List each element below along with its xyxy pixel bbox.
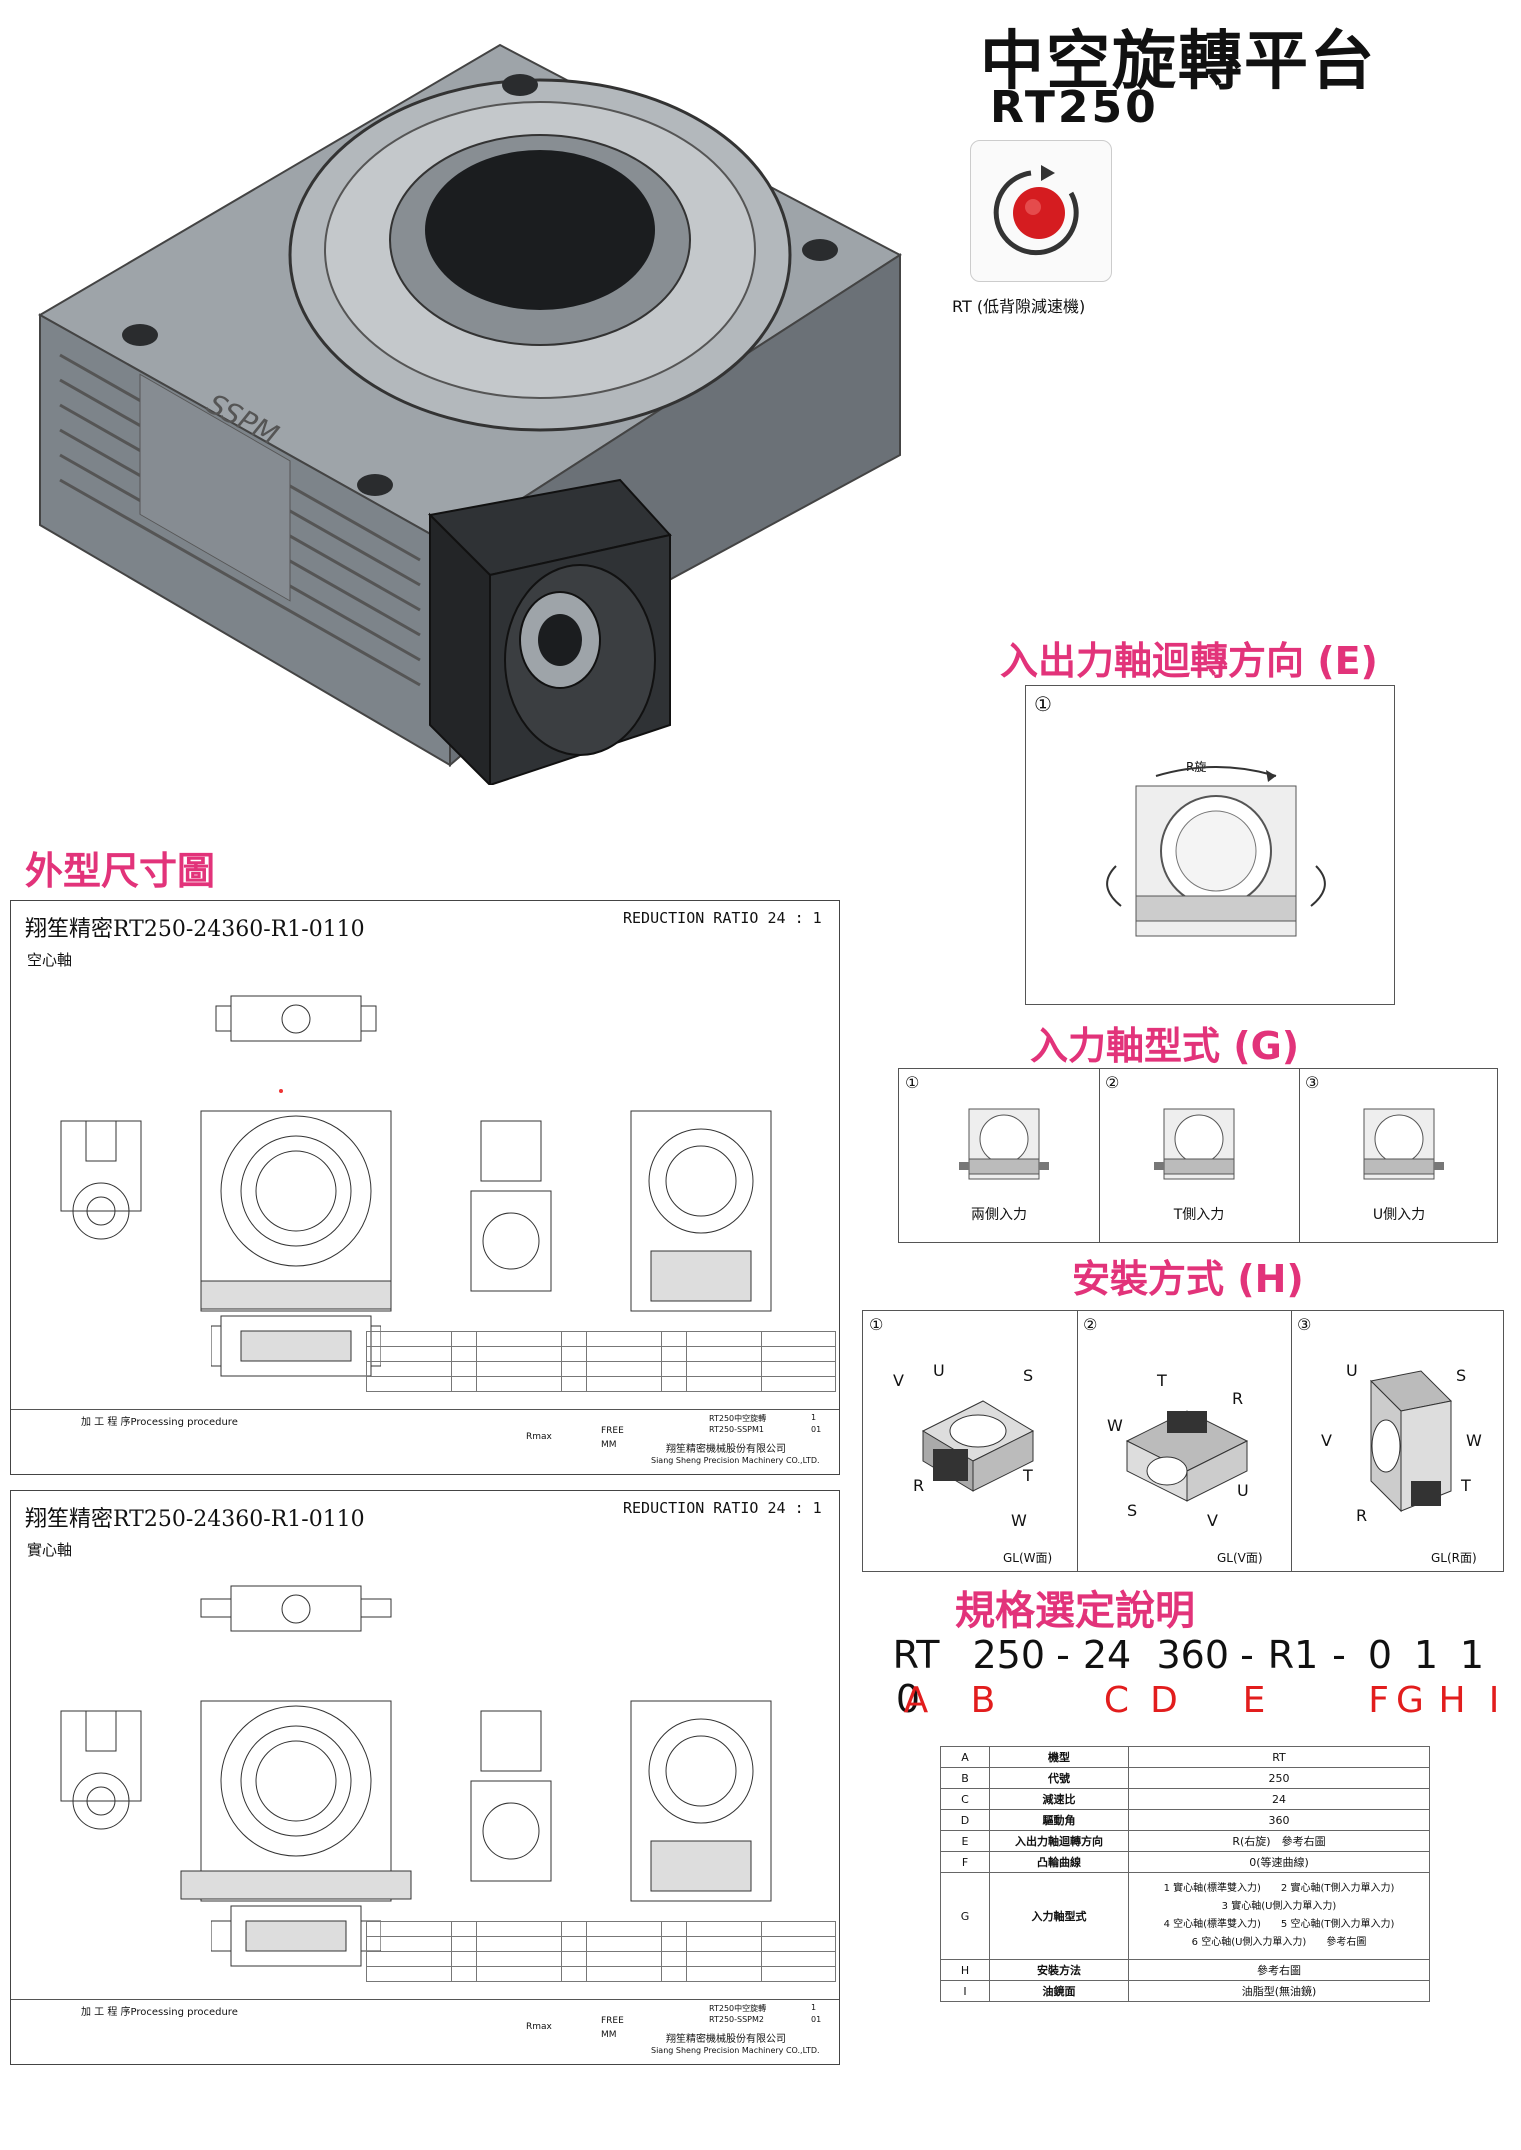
direction-title: 入出力軸迴轉方向 (E)	[1000, 639, 1378, 683]
input-type-2: ② T側入力	[1099, 1069, 1299, 1242]
mount-type-3-label: GL(R面)	[1431, 1551, 1477, 1565]
drawing-bottom-view	[211, 1315, 381, 1377]
input-type-3-label: U側入力	[1372, 1207, 1426, 1223]
drawing-subtitle: 空心軸	[27, 951, 73, 969]
drawing-ratio: REDUCTION RATIO 24 : 1	[623, 1499, 822, 1517]
rotation-badge-icon	[970, 140, 1112, 282]
drawing-spec-table	[366, 1921, 836, 1982]
drawing-title: 翔笙精密RT250-24360-R1-0110	[25, 1507, 365, 1532]
badge-caption: RT (低背隙減速機)	[952, 297, 1086, 316]
page-title: 中空旋轉平台	[980, 25, 1376, 99]
product-image: SSPM	[20, 25, 920, 788]
drawing-views	[60, 995, 772, 1312]
drawing-subtitle: 實心軸	[27, 1541, 73, 1559]
drawing-solid-shaft: 翔笙精密RT250-24360-R1-0110 REDUCTION RATIO …	[10, 1490, 840, 2065]
drawing-hollow-shaft: 翔笙精密RT250-24360-R1-0110 REDUCTION RATIO …	[10, 900, 840, 1475]
mount-types-box: ① V U S R T W GL(W面) ② T R W U S V GL(V面…	[862, 1310, 1504, 1572]
input-type-3: ③ U側入力	[1299, 1069, 1499, 1242]
model-name: RT250	[990, 82, 1159, 133]
dims-title: 外型尺寸圖	[25, 849, 216, 893]
input-type-1-label: 兩側入力	[971, 1207, 1027, 1223]
direction-number: ①	[1034, 692, 1052, 716]
drawing-ratio: REDUCTION RATIO 24 : 1	[623, 909, 822, 927]
direction-box: ① R旋	[1025, 685, 1395, 1005]
title-block: 加 工 程 序Processing procedure Rmax FREE MM…	[11, 1409, 839, 1475]
drawing-views	[60, 1585, 772, 1902]
title-block: 加 工 程 序Processing procedure Rmax FREE MM…	[11, 1999, 839, 2065]
mount-type-2-label: GL(V面)	[1217, 1551, 1263, 1565]
input-types-box: ① 兩側入力 ② T側入力 ③ U側入力	[898, 1068, 1498, 1243]
drawing-spec-table	[366, 1331, 836, 1392]
mount-type-3: ③ U S V W R T GL(R面)	[1297, 1315, 1482, 1565]
spec-title: 規格選定說明	[955, 1588, 1195, 1634]
input-type-1: ① 兩側入力	[899, 1069, 1099, 1242]
input-type-2-label: T側入力	[1173, 1207, 1225, 1223]
drawing-title: 翔笙精密RT250-24360-R1-0110	[25, 917, 365, 942]
mount-type-2: ② T R W U S V GL(V面)	[1083, 1315, 1263, 1565]
drawing-bottom-view	[211, 1905, 381, 1967]
input-title: 入力軸型式 (G)	[1030, 1024, 1300, 1068]
mount-title: 安裝方式 (H)	[1072, 1257, 1304, 1301]
mount-type-1-label: GL(W面)	[1003, 1551, 1053, 1565]
mount-type-1: ① V U S R T W GL(W面)	[869, 1315, 1053, 1565]
